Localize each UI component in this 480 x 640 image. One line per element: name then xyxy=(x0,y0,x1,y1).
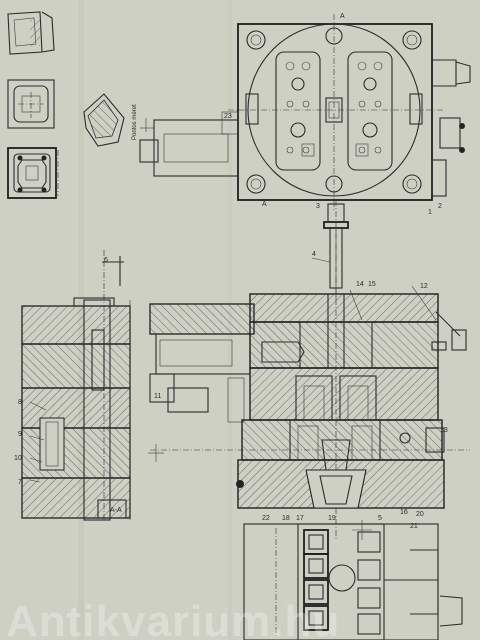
callout-16: 16 xyxy=(400,509,408,516)
callout-17: 17 xyxy=(296,515,304,522)
callout-6: 6 xyxy=(104,257,108,264)
callout-1: 1 xyxy=(428,209,432,216)
main-cross-section xyxy=(149,200,470,540)
callout-15: 15 xyxy=(368,281,376,288)
callout-9: 9 xyxy=(18,431,22,438)
section-marker-top: A xyxy=(340,13,345,20)
callout-12: 12 xyxy=(420,283,428,290)
detail-top-left xyxy=(7,11,55,55)
section-marker-bottom: A xyxy=(262,201,267,208)
callout-3: 3 xyxy=(316,203,320,210)
leader-lines xyxy=(29,257,437,540)
callout-8: 8 xyxy=(18,399,22,406)
callout-22: 22 xyxy=(262,515,270,522)
bottom-plan-view xyxy=(243,523,463,640)
vertical-note-label: Pontos méret xyxy=(132,104,138,140)
callout-10: 10 xyxy=(14,455,22,462)
callout-21: 21 xyxy=(410,523,418,530)
callout-13: 13 xyxy=(440,427,448,434)
callout-2: 2 xyxy=(438,203,442,210)
detail-square-fitting xyxy=(7,79,55,129)
plan-view-platen xyxy=(139,14,471,212)
section-aa-label: A-A xyxy=(110,507,122,514)
callout-11: 11 xyxy=(154,393,161,400)
detail-insert-perspective: Pontos méret xyxy=(83,93,138,147)
callout-4: 4 xyxy=(312,251,316,258)
callout-7: 7 xyxy=(18,479,22,486)
callout-14: 14 xyxy=(356,281,364,288)
callouts: A A A-A 3 2 1 23 4 14 15 12 11 13 8 9 10… xyxy=(14,13,448,530)
watermark-text: Antikvarium.hu xyxy=(6,597,340,640)
callout-20: 20 xyxy=(416,511,424,518)
callout-5: 5 xyxy=(378,515,382,522)
callout-18: 18 xyxy=(282,515,290,522)
callout-23: 23 xyxy=(224,113,232,120)
callout-19: 19 xyxy=(328,515,336,522)
detail-square-holder xyxy=(7,147,59,199)
side-section-aa xyxy=(21,250,131,521)
